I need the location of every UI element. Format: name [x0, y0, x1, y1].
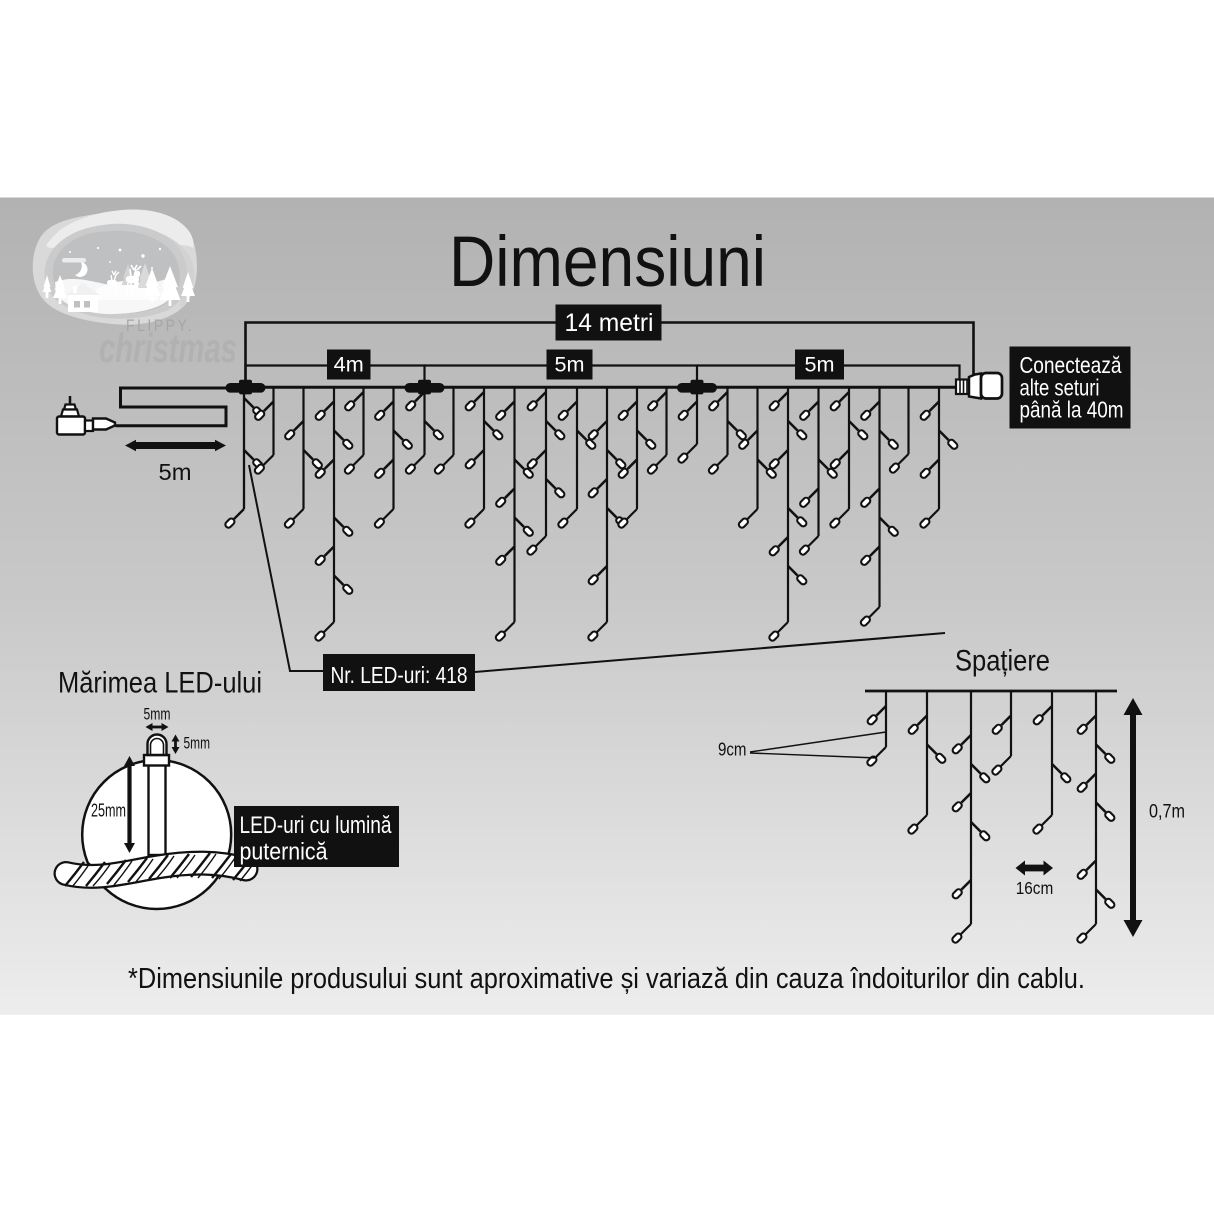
svg-text:*Dimensiunile produsului sunt: *Dimensiunile produsului sunt aproximati… — [128, 963, 1085, 995]
svg-text:4m: 4m — [334, 353, 364, 377]
svg-text:5mm: 5mm — [184, 735, 211, 753]
svg-text:Spațiere: Spațiere — [955, 645, 1050, 678]
svg-text:Nr. LED-uri: 418: Nr. LED-uri: 418 — [331, 662, 468, 688]
svg-text:9cm: 9cm — [718, 740, 747, 760]
svg-text:christmas: christmas — [99, 325, 237, 371]
svg-text:14 metri: 14 metri — [565, 309, 654, 337]
svg-text:5m: 5m — [159, 459, 192, 485]
svg-text:Conectează: Conectează — [1020, 352, 1122, 378]
svg-text:FLIPPY.: FLIPPY. — [126, 316, 194, 335]
svg-text:LED-uri cu lumină: LED-uri cu lumină — [240, 812, 393, 839]
svg-text:până la 40m: până la 40m — [1020, 397, 1124, 423]
svg-text:25mm: 25mm — [91, 801, 126, 821]
svg-text:5m: 5m — [555, 353, 585, 377]
svg-text:16cm: 16cm — [1016, 878, 1054, 898]
svg-text:5m: 5m — [805, 353, 835, 377]
svg-text:Mărimea LED-ului: Mărimea LED-ului — [58, 667, 262, 700]
svg-text:0,7m: 0,7m — [1149, 801, 1185, 823]
svg-text:alte seturi: alte seturi — [1020, 374, 1100, 400]
svg-text:puternică: puternică — [240, 839, 329, 866]
svg-text:5mm: 5mm — [144, 706, 171, 724]
svg-text:Dimensiuni: Dimensiuni — [449, 223, 766, 302]
